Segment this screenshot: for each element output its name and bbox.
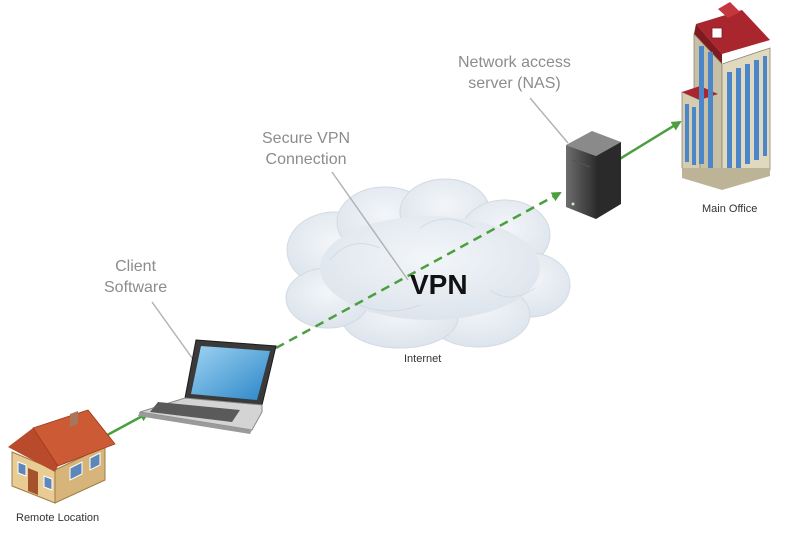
client-software-callout-line [151, 301, 196, 363]
secure-vpn-callout-line [331, 171, 409, 281]
secure-vpn-connection-label: Secure VPN Connection [262, 128, 350, 170]
secure-vpn-line1: Secure VPN [262, 130, 351, 147]
client-line1: Client [115, 258, 157, 275]
nas-line2: server (NAS) [468, 75, 561, 92]
nas-callout-line [529, 97, 569, 144]
laptop-icon [138, 339, 277, 434]
vpn-cloud-label: VPN [410, 269, 468, 300]
remote-location-label: Remote Location [16, 512, 100, 524]
main-office-label: Main Office [702, 203, 758, 215]
office-building-icon [681, 2, 771, 190]
nas-line1: Network access [458, 54, 571, 71]
client-software-label: Client Software [104, 256, 167, 298]
secure-vpn-line2: Connection [265, 151, 347, 168]
house-icon [8, 409, 116, 504]
nas-to-office-connector [617, 120, 682, 162]
cloud-icon [285, 178, 571, 349]
internet-label: Internet [404, 353, 442, 365]
server-icon [566, 131, 621, 219]
vpn-tunnel-connector [275, 191, 562, 350]
nas-label: Network access server (NAS) [458, 52, 571, 94]
client-line2: Software [104, 279, 168, 296]
